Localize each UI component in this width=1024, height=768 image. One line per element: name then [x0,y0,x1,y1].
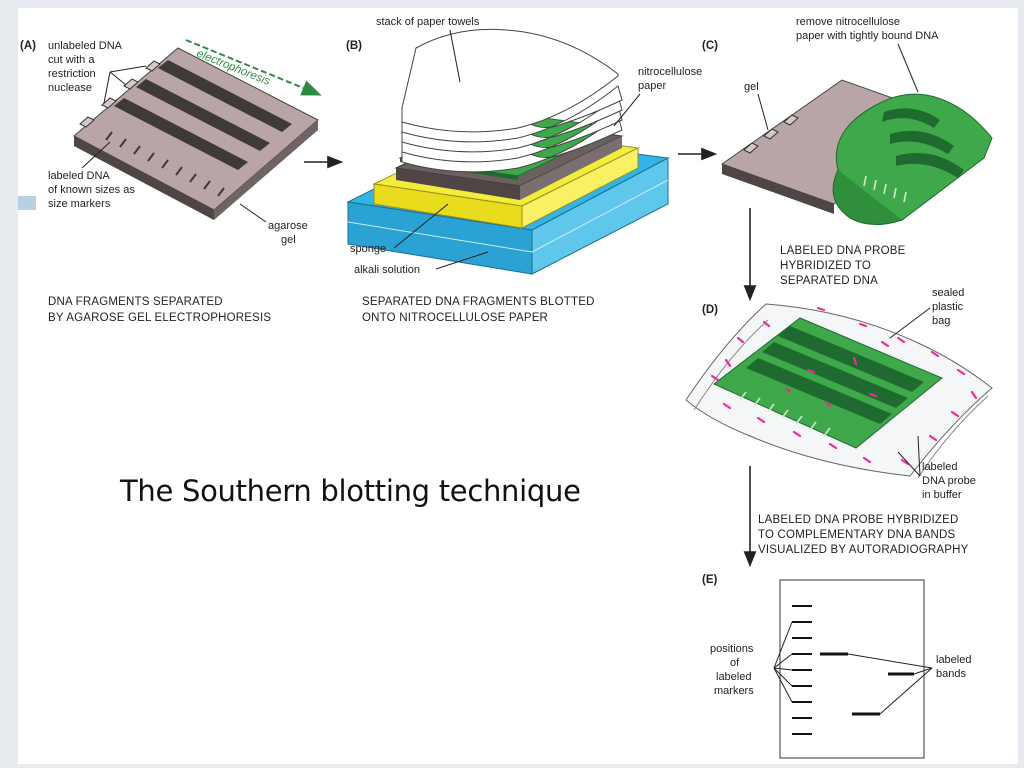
svg-text:ONTO NITROCELLULOSE PAPER: ONTO NITROCELLULOSE PAPER [362,312,548,324]
labeled-dna-pointer [81,141,111,169]
electrophoresis-arrow [185,39,322,96]
svg-text:nitrocellulose: nitrocellulose [638,66,702,78]
svg-text:paper: paper [638,80,666,92]
dna-probe-label: labeled DNA probe in buffer [922,461,976,501]
unlabeled-dna-label: unlabeled DNA cut with a restriction nuc… [48,40,123,94]
svg-text:LABELED DNA PROBE: LABELED DNA PROBE [780,245,906,257]
svg-text:sealed: sealed [932,287,964,299]
svg-text:of: of [730,657,740,669]
svg-text:remove nitrocellulose: remove nitrocellulose [796,16,900,28]
panel-a: (A) [20,39,322,324]
svg-text:SEPARATED DNA: SEPARATED DNA [780,275,878,287]
panel-e-step-text: LABELED DNA PROBE HYBRIDIZED TO COMPLEME… [758,514,969,556]
remove-nitrocellulose-label: remove nitrocellulose paper with tightly… [796,16,939,42]
svg-text:size markers: size markers [48,198,111,210]
panel-a-caption: DNA FRAGMENTS SEPARATED BY AGAROSE GEL E… [48,296,271,324]
lane [136,79,270,151]
sponge-label: sponge [350,243,386,255]
panel-a-label: (A) [20,40,36,52]
labeled-bands [820,652,914,716]
svg-text:of known sizes as: of known sizes as [48,184,135,196]
slide-accent-bar [18,196,36,210]
slide: (A) [18,8,1018,764]
nitrocellulose-label: nitrocellulose paper [638,66,702,92]
svg-text:in buffer: in buffer [922,489,962,501]
slide-title: The Southern blotting technique [120,474,581,508]
panel-d-label: (D) [702,304,718,316]
lane [158,60,292,132]
agarose-gel-side [214,120,318,220]
paper-towels-stack [401,28,623,173]
labeled-bands-label: labeled bands [936,654,971,680]
gel-c-label: gel [744,81,759,93]
svg-text:paper with tightly bound DNA: paper with tightly bound DNA [796,30,939,42]
gel-wells [79,60,161,128]
svg-text:DNA FRAGMENTS SEPARATED: DNA FRAGMENTS SEPARATED [48,296,223,308]
agarose-gel-pointer [239,203,267,223]
svg-text:bag: bag [932,315,950,327]
positions-label: positions of labeled markers [710,643,754,697]
svg-text:HYBRIDIZED TO: HYBRIDIZED TO [780,260,871,272]
panel-e-label: (E) [702,574,718,586]
panel-c-label: (C) [702,40,718,52]
sealed-bag-label: sealed plastic bag [932,287,964,327]
svg-text:labeled: labeled [922,461,957,473]
paper-towels-top [401,28,619,133]
svg-text:LABELED DNA PROBE HYBRIDIZED: LABELED DNA PROBE HYBRIDIZED [758,514,959,526]
bag-lanes [746,326,924,424]
bag-marker-ticks [739,391,831,437]
svg-text:TO COMPLEMENTARY DNA BANDS: TO COMPLEMENTARY DNA BANDS [758,529,955,541]
svg-text:unlabeled DNA: unlabeled DNA [48,40,123,52]
bands-pointers [847,653,933,715]
svg-text:positions: positions [710,643,754,655]
marker-bands [792,605,812,735]
svg-text:plastic: plastic [932,301,964,313]
panel-d-step-text: LABELED DNA PROBE HYBRIDIZED TO SEPARATE… [780,245,906,287]
svg-text:bands: bands [936,668,966,680]
svg-text:labeled: labeled [936,654,971,666]
paper-towels-label: stack of paper towels [376,16,480,28]
alkali-solution-label: alkali solution [354,264,420,276]
unlabeled-dna-pointers [103,65,147,104]
size-marker-ticks [105,131,225,197]
panel-e: (E) positions of labele [702,574,971,759]
svg-text:restriction: restriction [48,68,96,80]
sponge-side [521,147,639,229]
agarose-gel-front [74,136,214,220]
svg-text:DNA probe: DNA probe [922,475,976,487]
dna-lanes [114,60,292,170]
panel-b-label: (B) [346,40,362,52]
positions-pointers [773,621,793,703]
peeled-lanes [882,108,964,178]
panel-c: (C) gel [702,16,993,225]
peeled-marker-ticks [863,175,907,203]
svg-text:cut with a: cut with a [48,54,95,66]
svg-text:labeled DNA: labeled DNA [48,170,110,182]
svg-text:agarose: agarose [268,220,308,232]
lane [114,98,248,170]
svg-text:labeled: labeled [716,671,751,683]
svg-text:gel: gel [281,234,296,246]
southern-blot-diagram: (A) [20,16,993,759]
panel-b-caption: SEPARATED DNA FRAGMENTS BLOTTED ONTO NIT… [362,296,595,324]
agarose-gel-label: agarose gel [268,220,308,246]
svg-text:markers: markers [714,685,754,697]
svg-text:BY AGAROSE GEL ELECTROPHORESIS: BY AGAROSE GEL ELECTROPHORESIS [48,312,271,324]
svg-text:SEPARATED DNA FRAGMENTS BLOTTE: SEPARATED DNA FRAGMENTS BLOTTED [362,296,595,308]
panel-d: (D) [685,287,993,501]
gel-c-wells [743,114,799,154]
dna-probe-dashes [710,306,978,466]
svg-text:VISUALIZED BY AUTORADIOGRAPHY: VISUALIZED BY AUTORADIOGRAPHY [758,544,969,556]
panel-b: (B) [346,16,702,324]
svg-text:nuclease: nuclease [48,82,92,94]
labeled-dna-label: labeled DNA of known sizes as size marke… [48,170,135,210]
